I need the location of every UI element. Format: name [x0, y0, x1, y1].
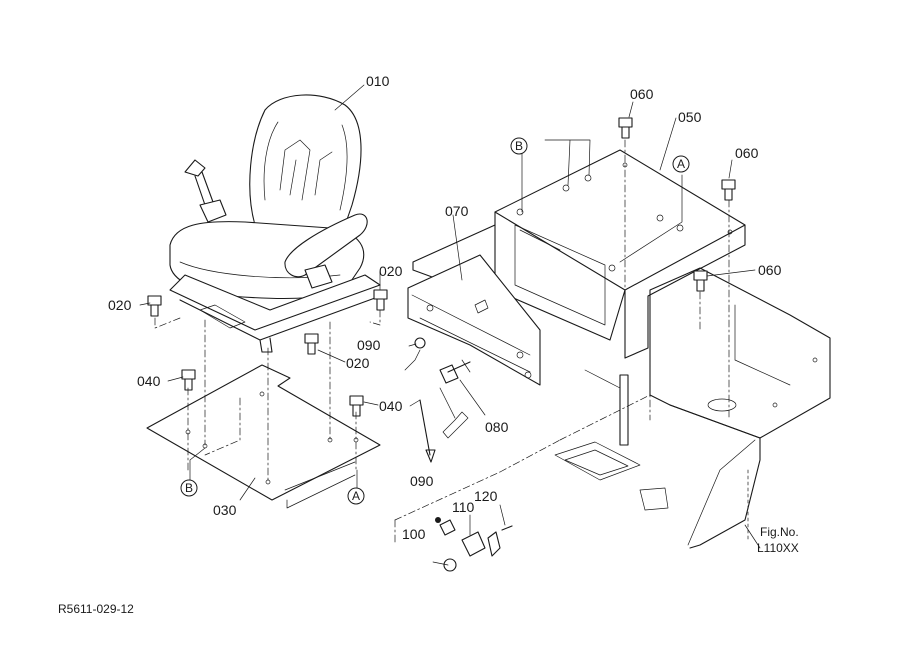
- callout-110: 110: [452, 499, 475, 515]
- cover-box: [412, 149, 746, 359]
- callout-060-right: 060: [735, 145, 759, 161]
- seat-assembly: [169, 94, 381, 353]
- callout-050: 050: [678, 109, 702, 125]
- bolt-060-top: [618, 117, 633, 139]
- callout-080: 080: [485, 419, 509, 435]
- ref-b-top-label: B: [515, 139, 523, 153]
- callout-090-lower: 090: [410, 473, 434, 489]
- ref-a-top: A: [672, 155, 690, 173]
- bolt-060-lower: [693, 270, 708, 292]
- lock-parts: [394, 337, 513, 572]
- ref-b-bottom-label: B: [185, 481, 193, 495]
- ref-a-bottom-label: A: [352, 489, 360, 503]
- callout-060-lower: 060: [758, 262, 782, 278]
- callout-090-upper: 090: [357, 337, 381, 353]
- side-panel: [407, 254, 541, 386]
- callout-020-right: 020: [379, 263, 403, 279]
- ref-a-bottom: A: [347, 487, 365, 505]
- callout-010: 010: [366, 73, 390, 89]
- callout-070: 070: [445, 203, 469, 219]
- fig-number: L110XX: [757, 541, 799, 555]
- callout-020-left: 020: [108, 297, 132, 313]
- callout-060-top: 060: [630, 86, 654, 102]
- fig-label: Fig.No.: [760, 525, 799, 539]
- fender-frame: [394, 267, 831, 549]
- bolt-020-middle: [304, 333, 319, 355]
- callout-100: 100: [402, 526, 426, 542]
- bolt-040-right: [349, 395, 364, 417]
- drawing-code: R5611-029-12: [58, 602, 134, 616]
- leader-lines: [139, 84, 761, 566]
- callout-030: 030: [213, 502, 237, 518]
- ref-b-bottom: B: [180, 479, 198, 497]
- guide-060: [624, 139, 730, 421]
- bolt-020-right: [373, 289, 388, 311]
- ref-a-top-label: A: [677, 157, 685, 171]
- ref-b-top: B: [510, 137, 528, 155]
- callout-040-left: 040: [137, 373, 161, 389]
- bolt-040-left: [181, 369, 196, 391]
- callout-040-right: 040: [379, 398, 403, 414]
- alignment-guides: [154, 309, 381, 481]
- bolt-020-left: [147, 295, 162, 317]
- bolt-060-right: [721, 179, 736, 201]
- callout-120: 120: [474, 488, 498, 504]
- callout-020-middle: 020: [346, 355, 370, 371]
